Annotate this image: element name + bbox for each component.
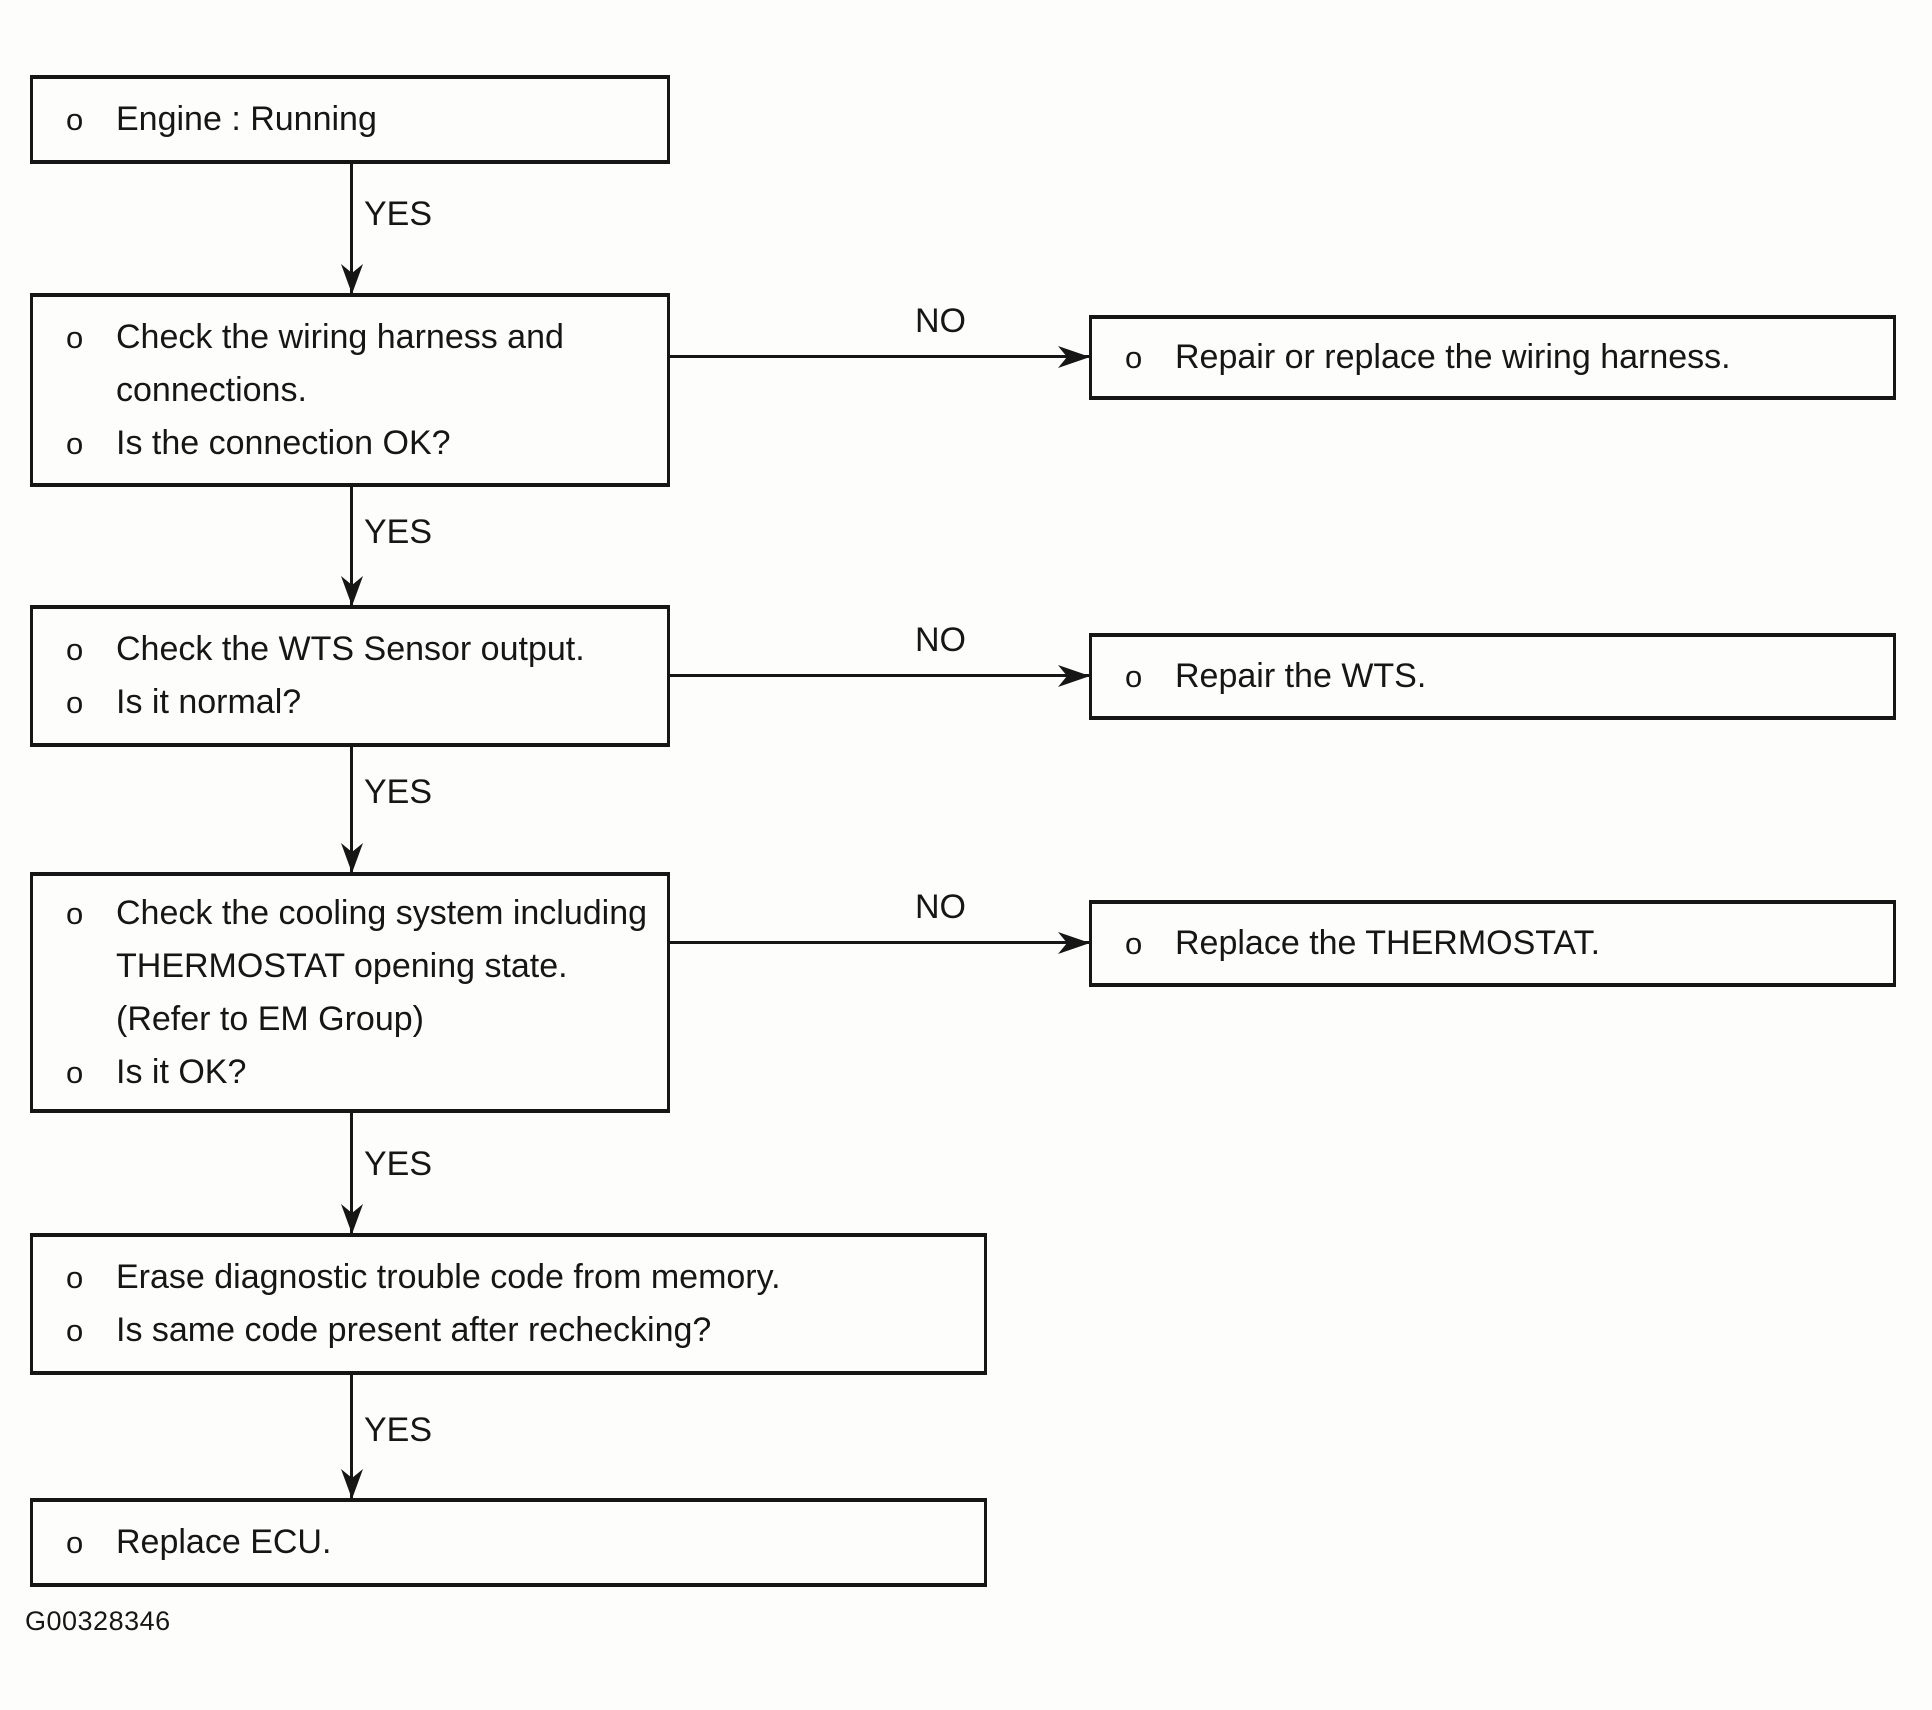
node-erase-dtc: o Erase diagnostic trouble code from mem… (30, 1233, 987, 1375)
yes-label-2: YES (364, 513, 433, 551)
connector-line-down-1 (350, 164, 353, 293)
node-text-line: connections. (33, 364, 667, 417)
node-text: Is it normal? (116, 683, 302, 721)
node-text: Replace ECU. (116, 1523, 332, 1561)
node-text-line: o Check the WTS Sensor output. (33, 623, 667, 676)
node-check-wts-output: o Check the WTS Sensor output. o Is it n… (30, 605, 670, 747)
connector-line-right-2 (670, 674, 1089, 677)
node-text: Is it OK? (116, 1052, 247, 1091)
connector-line-right-1 (670, 355, 1089, 358)
node-text: Is the connection OK? (116, 423, 451, 462)
right-arrowhead-icon (1058, 932, 1090, 954)
node-check-wiring-harness: o Check the wiring harness and connectio… (30, 293, 670, 487)
connector-line-right-3 (670, 941, 1089, 944)
yes-label-4: YES (364, 1145, 433, 1183)
down-arrowhead-icon (341, 576, 363, 606)
node-text: Check the cooling system including (116, 893, 648, 932)
yes-label-3: YES (364, 773, 433, 811)
node-text-line: o Repair or replace the wiring harness. (1092, 331, 1893, 384)
node-text: THERMOSTAT opening state. (116, 946, 568, 985)
right-arrowhead-icon (1058, 665, 1090, 687)
bullet-marker: o (66, 102, 84, 137)
node-text-line: o Is it OK? (33, 1046, 667, 1099)
bullet-marker: o (66, 1054, 84, 1090)
node-replace-thermostat: o Replace the THERMOSTAT. (1089, 900, 1896, 987)
node-text: Check the WTS Sensor output. (116, 630, 585, 668)
node-text: Replace the THERMOSTAT. (1175, 924, 1601, 962)
node-text: Erase diagnostic trouble code from memor… (116, 1258, 781, 1296)
bullet-marker: o (66, 1260, 84, 1295)
node-text: Repair the WTS. (1175, 657, 1427, 695)
node-text: Is same code present after rechecking? (116, 1311, 712, 1349)
figure-code: G00328346 (25, 1606, 171, 1636)
node-text-line: o Repair the WTS. (1092, 650, 1893, 703)
node-text-line: o Check the wiring harness and (33, 311, 667, 364)
bullet-marker: o (1125, 340, 1143, 375)
bullet-marker: o (66, 1313, 84, 1348)
right-arrowhead-icon (1058, 346, 1090, 368)
node-text-line: o Is it normal? (33, 676, 667, 729)
node-text: Engine : Running (116, 100, 377, 138)
node-text-line: o Replace ECU. (33, 1516, 984, 1569)
node-text: connections. (116, 370, 307, 409)
no-label-2: NO (915, 621, 966, 659)
connector-line-down-2 (350, 487, 353, 605)
yes-label-1: YES (364, 195, 433, 233)
node-text-line: o Replace the THERMOSTAT. (1092, 917, 1893, 970)
node-text-line: THERMOSTAT opening state. (33, 940, 667, 993)
connector-line-down-4 (350, 1113, 353, 1233)
node-check-cooling-system: o Check the cooling system including THE… (30, 872, 670, 1113)
node-text-line: (Refer to EM Group) (33, 993, 667, 1046)
connector-line-down-5 (350, 1375, 353, 1498)
bullet-marker: o (1125, 926, 1143, 961)
bullet-marker: o (66, 319, 84, 355)
down-arrowhead-icon (341, 843, 363, 873)
node-text-line: o Is the connection OK? (33, 417, 667, 470)
bullet-marker: o (66, 895, 84, 931)
node-replace-ecu: o Replace ECU. (30, 1498, 987, 1587)
yes-label-5: YES (364, 1411, 433, 1449)
node-text-line: o Engine : Running (33, 93, 667, 146)
node-text: Repair or replace the wiring harness. (1175, 338, 1731, 376)
node-text: Check the wiring harness and (116, 317, 564, 356)
node-repair-wiring-harness: o Repair or replace the wiring harness. (1089, 315, 1896, 400)
down-arrowhead-icon (341, 1469, 363, 1499)
down-arrowhead-icon (341, 264, 363, 294)
node-repair-wts: o Repair the WTS. (1089, 633, 1896, 720)
no-label-1: NO (915, 302, 966, 340)
node-engine-running: o Engine : Running (30, 75, 670, 164)
bullet-marker: o (66, 685, 84, 720)
connector-line-down-3 (350, 747, 353, 872)
node-text-line: o Check the cooling system including (33, 887, 667, 940)
bullet-marker: o (66, 632, 84, 667)
node-text-line: o Erase diagnostic trouble code from mem… (33, 1251, 984, 1304)
bullet-marker: o (66, 425, 84, 461)
node-text-line: o Is same code present after rechecking? (33, 1304, 984, 1357)
no-label-3: NO (915, 888, 966, 926)
node-text: (Refer to EM Group) (116, 999, 424, 1038)
bullet-marker: o (1125, 659, 1143, 694)
bullet-marker: o (66, 1525, 84, 1560)
down-arrowhead-icon (341, 1204, 363, 1234)
